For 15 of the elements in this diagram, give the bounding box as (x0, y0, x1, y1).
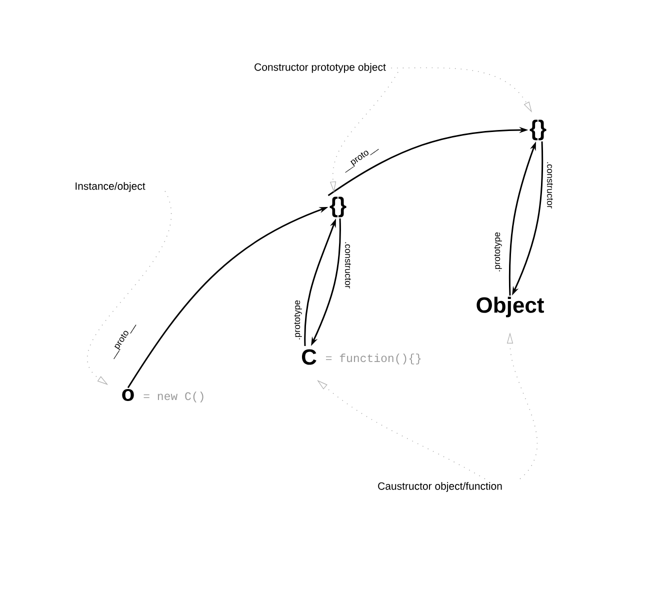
caption-text: Instance/object (76, 182, 146, 192)
edge-label: .prototype (494, 231, 502, 272)
class-name: Object (476, 296, 544, 318)
object-symbol: {} (330, 196, 346, 218)
leader-arrow (87, 190, 172, 385)
function-name: C (302, 349, 316, 365)
instance-name: o (122, 388, 134, 402)
edge-label: .prototype (294, 299, 302, 340)
object-symbol: {} (530, 120, 546, 140)
edge-label: .constructor (546, 160, 554, 209)
caption-text: Constructor prototype object (254, 63, 386, 73)
edge-label: .constructor (344, 240, 352, 289)
caption-text: Caustructor object/function (378, 482, 502, 492)
code-text: = new C() (144, 392, 204, 402)
code-text: = function(){} (326, 354, 421, 364)
